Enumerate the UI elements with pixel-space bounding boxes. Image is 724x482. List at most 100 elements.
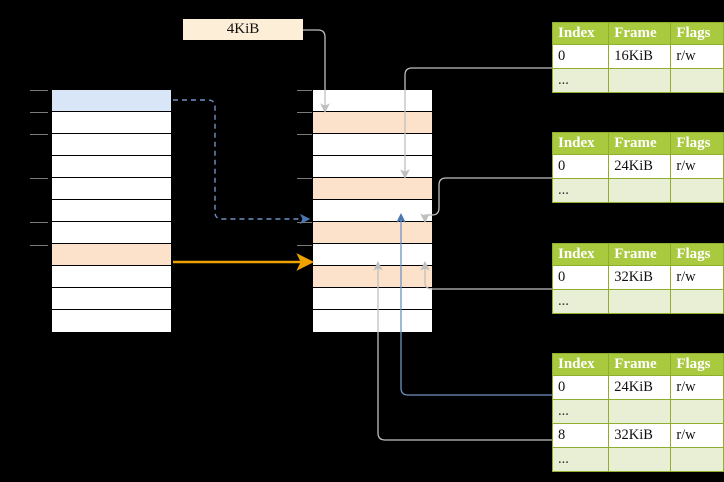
tick-mark [30,90,48,91]
cell-frame [608,289,672,314]
cell-frame [608,178,672,203]
tick-mark [297,134,313,135]
cell-flags [670,447,724,472]
column-header-frame: Frame [608,22,672,45]
wire-virtual0-to-physical6 [173,99,311,225]
virtual-cell-row-6 [52,222,171,244]
tick-mark [297,245,313,246]
virtual-cell-row-8 [52,266,171,288]
tick-mark [30,134,48,135]
tick-mark [297,90,313,91]
physical-cell-row-4 [313,178,432,200]
column-header-flags: Flags [670,132,724,155]
cell-flags [670,178,724,203]
cell-flags: r/w [670,154,724,179]
physical-cell-row-6 [313,222,432,244]
cell-flags: r/w [670,44,724,69]
cell-index: 8 [551,423,610,448]
cell-index: 0 [551,154,610,179]
cell-frame: 24KiB [608,375,672,400]
physical-cell-row-0 [313,90,432,112]
tick-mark [297,112,313,113]
physical-memory-column [312,89,433,332]
physical-cell-row-7 [313,244,432,266]
virtual-cell-row-7 [52,244,171,266]
column-header-index: Index [551,22,610,45]
page-table-ellipsis-row: ... [551,178,724,203]
cell-flags [670,68,724,93]
column-header-index: Index [551,353,610,376]
page-table-ellipsis-row: ... [551,68,724,93]
cell-frame [608,447,672,472]
cell-frame [608,399,672,424]
cell-index: 0 [551,265,610,290]
virtual-cell-row-5 [52,200,171,222]
tick-mark [30,112,48,113]
virtual-cell-row-1 [52,112,171,134]
cell-frame: 32KiB [608,265,672,290]
physical-cell-row-2 [313,134,432,156]
cell-index: ... [551,399,610,424]
column-header-flags: Flags [670,353,724,376]
column-header-frame: Frame [608,243,672,266]
cell-frame: 16KiB [608,44,672,69]
column-header-frame: Frame [608,353,672,376]
cell-index: 0 [551,375,610,400]
virtual-cell-row-0 [52,90,171,112]
tick-mark [30,222,48,223]
page-table-ellipsis-row: ... [551,447,724,472]
cell-frame: 32KiB [608,423,672,448]
virtual-cell-row-10 [52,310,171,332]
wire-pt3-to-frame [420,261,554,290]
physical-cell-row-3 [313,156,432,178]
virtual-cell-row-4 [52,178,171,200]
cell-index: ... [551,289,610,314]
tick-mark [30,245,48,246]
cell-index: ... [551,178,610,203]
physical-cell-row-1 [313,112,432,134]
page-table-ellipsis-row: ... [551,289,724,314]
cell-flags: r/w [670,265,724,290]
virtual-address-column [51,89,172,332]
physical-cell-row-5 [313,200,432,222]
virtual-cell-row-9 [52,288,171,310]
physical-cell-row-8 [313,266,432,288]
cell-index: 0 [551,44,610,69]
cell-flags [670,399,724,424]
physical-cell-row-10 [313,310,432,332]
cell-index: ... [551,68,610,93]
column-header-frame: Frame [608,132,672,155]
cell-flags [670,289,724,314]
cell-index: ... [551,447,610,472]
virtual-cell-row-2 [52,134,171,156]
column-header-flags: Flags [670,22,724,45]
cell-frame [608,68,672,93]
cell-frame: 24KiB [608,154,672,179]
physical-cell-row-9 [313,288,432,310]
wire-pt2-to-frame [420,177,554,223]
column-header-index: Index [551,132,610,155]
tick-mark [297,222,313,223]
column-header-index: Index [551,243,610,266]
tick-mark [30,178,48,179]
cell-flags: r/w [670,423,724,448]
page-size-label: 4KiB [183,19,303,40]
page-table-ellipsis-row: ... [551,399,724,424]
cell-flags: r/w [670,375,724,400]
column-header-flags: Flags [670,243,724,266]
tick-mark [297,178,313,179]
